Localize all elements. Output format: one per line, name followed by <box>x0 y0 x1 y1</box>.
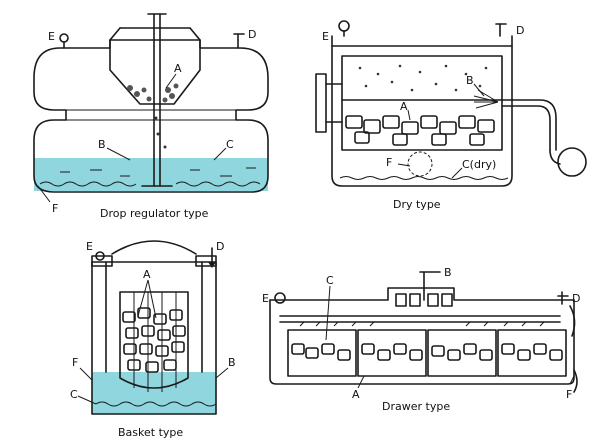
drop-regulator-panel: E D A B C F Drop regulator type <box>33 13 269 220</box>
dry-label-f: F <box>386 156 392 169</box>
basket-label-a: A <box>143 268 151 281</box>
dry-label-d: D <box>516 24 524 37</box>
drawer-label-b: B <box>444 266 452 279</box>
basket-carbide-lumps <box>122 307 186 373</box>
dry-carbide-lumps <box>345 115 495 146</box>
drop-caption: Drop regulator type <box>100 207 209 220</box>
dry-caption: Dry type <box>393 198 441 211</box>
dry-label-a: A <box>400 100 408 113</box>
drop-tank-outline <box>33 39 269 193</box>
drawer-carbide-lumps <box>291 343 563 361</box>
dry-label-e: E <box>322 30 329 43</box>
drawer-panel: E C B D A F Drawer type <box>262 266 580 413</box>
drop-label-e: E <box>48 30 55 43</box>
dry-panel: E D B A F C(dry) Dry type <box>315 20 587 211</box>
drawer-label-e: E <box>262 292 269 305</box>
drop-label-c: C <box>226 138 234 151</box>
drop-label-a: A <box>174 62 182 75</box>
basket-water <box>92 372 216 414</box>
drop-label-f: F <box>52 202 58 215</box>
drop-hopper <box>109 39 201 105</box>
drawer-label-a: A <box>352 388 360 401</box>
drawer-label-f: F <box>566 388 572 401</box>
drop-carbide-lumps <box>127 83 179 103</box>
basket-label-d: D <box>216 240 224 253</box>
dry-tank-outline <box>331 35 513 187</box>
basket-panel: E D A F B C Basket type <box>70 240 236 439</box>
drawer-label-c: C <box>326 274 334 287</box>
dry-label-c: C(dry) <box>462 158 496 171</box>
dry-label-b: B <box>466 74 474 87</box>
basket-label-f: F <box>72 356 78 369</box>
drop-label-d: D <box>248 28 256 41</box>
basket-label-c: C <box>70 388 78 401</box>
drawer-caption: Drawer type <box>382 400 450 413</box>
basket-caption: Basket type <box>118 426 183 439</box>
dry-gas-dots <box>358 64 488 92</box>
basket-label-e: E <box>86 240 93 253</box>
drop-label-b: B <box>98 138 106 151</box>
drawer-label-d: D <box>572 292 580 305</box>
basket-label-b: B <box>228 356 236 369</box>
